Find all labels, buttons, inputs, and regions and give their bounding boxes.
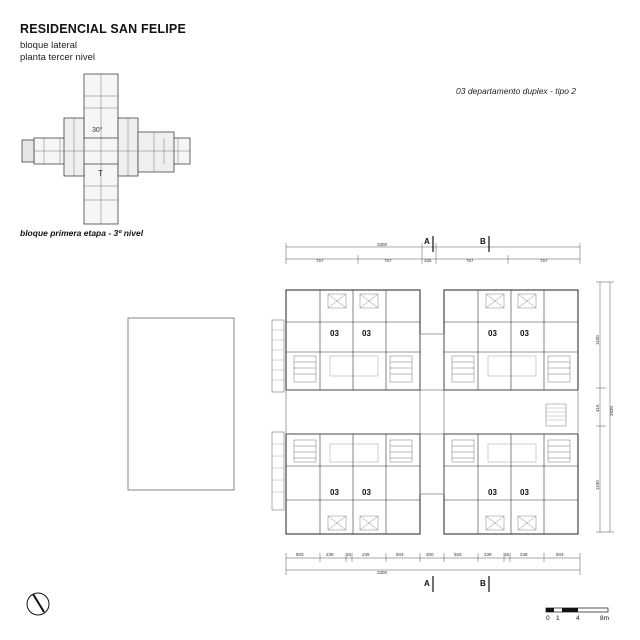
top-dim-1: 757 <box>316 258 324 263</box>
scale-tick-4: 4 <box>576 615 580 622</box>
top-dim-5: 757 <box>540 258 548 263</box>
left-stair-lower <box>271 431 285 511</box>
east-exterior-stair <box>545 403 567 427</box>
floor-plan <box>271 289 579 535</box>
scale-tick-1: 1 <box>556 615 560 622</box>
unit-label-1: 03 <box>330 329 339 338</box>
key-plan-east-block <box>137 131 175 173</box>
bottom-dim-1: 503 <box>296 552 304 557</box>
left-stair-upper <box>271 319 285 393</box>
section-a-bottom: A <box>424 579 430 588</box>
bottom-dim-2: 239 <box>326 552 334 557</box>
bottom-dim-7: 503 <box>454 552 462 557</box>
section-a-top: A <box>424 237 430 246</box>
key-plan-caption: bloque primera etapa - 3º nivel <box>20 228 144 238</box>
bottom-dimension-lines <box>285 553 581 575</box>
unit-label-6: 03 <box>362 488 371 497</box>
north-arrow-icon <box>26 592 50 616</box>
bottom-dim-10: 239 <box>520 552 528 557</box>
unit-label-4: 03 <box>520 329 529 338</box>
right-dim-1: 1100 <box>595 335 600 345</box>
bottom-dim-4: 239 <box>362 552 370 557</box>
right-total-dimension: 2830 <box>609 405 614 416</box>
unit-label-8: 03 <box>520 488 529 497</box>
bottom-dim-6: 300 <box>426 552 434 557</box>
right-dim-3: 1100 <box>595 480 600 490</box>
unit-label-2: 03 <box>362 329 371 338</box>
section-marks-bottom: A B <box>424 576 490 592</box>
key-plan-west-end <box>21 139 35 163</box>
bottom-total-dimension: 3300 <box>377 570 388 575</box>
subtitle-level: planta tercer nivel <box>20 52 95 63</box>
subtitle-block: bloque lateral <box>20 40 78 51</box>
scale-tick-8m: 8m <box>600 615 609 622</box>
bottom-dim-11: 503 <box>556 552 564 557</box>
top-dim-4: 757 <box>466 258 474 263</box>
section-b-bottom: B <box>480 579 486 588</box>
scale-bar <box>545 607 609 613</box>
bottom-dim-8: 239 <box>484 552 492 557</box>
key-plan-mark-angle: 30° <box>92 126 103 134</box>
bottom-dim-3: 15 <box>346 552 352 557</box>
top-dim-2: 757 <box>384 258 392 263</box>
right-dim-2: 410 <box>595 404 600 412</box>
page-title: RESIDENCIAL SAN FELIPE <box>20 22 186 36</box>
unit-label-3: 03 <box>488 329 497 338</box>
section-b-top: B <box>480 237 486 246</box>
scale-tick-0: 0 <box>546 615 550 622</box>
adjacent-block-outline <box>127 317 235 491</box>
bottom-dim-5: 503 <box>396 552 404 557</box>
top-total-dimension: 3300 <box>377 242 388 247</box>
central-spine <box>419 333 445 495</box>
unit-label-7: 03 <box>488 488 497 497</box>
unit-type-caption: 03 departamento duplex - tipo 2 <box>456 86 577 96</box>
section-marks-top: A B <box>424 236 490 252</box>
top-dim-3: 325 <box>424 258 432 263</box>
right-dimension-lines <box>596 281 614 533</box>
central-corridor <box>285 389 579 435</box>
bottom-dim-9: 15 <box>504 552 510 557</box>
key-plan-mark-t: T <box>98 169 103 178</box>
unit-label-5: 03 <box>330 488 339 497</box>
key-plan: 30° T <box>21 73 191 225</box>
